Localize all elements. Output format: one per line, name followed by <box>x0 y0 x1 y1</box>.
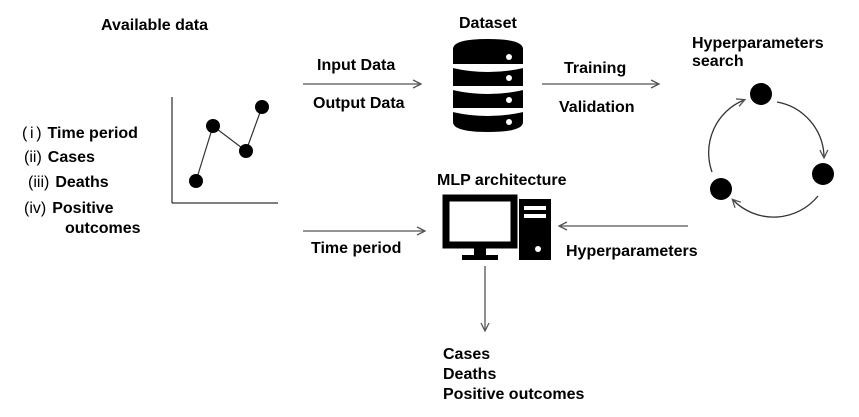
dataset-label: Dataset <box>459 15 517 32</box>
list-label: Deaths <box>55 174 109 191</box>
available-data-title: Available data <box>101 17 209 34</box>
list-item-positive-outcomes: (iv) Positive <box>24 199 114 219</box>
output-deaths: Deaths <box>443 366 497 383</box>
list-label: Positive <box>52 200 114 217</box>
time-period-label: Time period <box>311 240 402 257</box>
list-numeral: (iv) <box>24 200 47 217</box>
list-label: Time period <box>47 125 138 142</box>
list-item-cases: (ii) Cases <box>24 148 95 168</box>
mlp-architecture-label: MLP architecture <box>437 172 567 189</box>
graph-point <box>239 144 253 158</box>
cycle-node <box>710 178 732 200</box>
input-data-label: Input Data <box>317 57 396 74</box>
computer-icon <box>442 194 551 260</box>
list-item-deaths: (iii) Deaths <box>28 173 109 193</box>
list-item-positive-outcomes-line2: outcomes <box>65 220 141 237</box>
monitor <box>442 194 518 249</box>
list-numeral: ( i ) <box>22 125 42 142</box>
output-cases: Cases <box>443 346 491 363</box>
hyperparameters-search-label-line2: search <box>692 53 744 70</box>
output-data-label: Output Data <box>313 95 405 112</box>
output-positive-outcomes: Positive outcomes <box>443 386 585 403</box>
graph-line <box>195 106 263 182</box>
training-label: Training <box>564 60 627 77</box>
monitor-base <box>462 255 498 260</box>
monitor-stand <box>474 248 486 256</box>
validation-label: Validation <box>559 99 635 116</box>
list-numeral: (ii) <box>24 149 42 166</box>
list-label: Cases <box>47 149 95 166</box>
database-icon <box>452 39 524 132</box>
hyperparameters-label: Hyperparameters <box>566 243 698 260</box>
line-graph-icon <box>171 97 278 204</box>
cycle-node <box>750 83 772 105</box>
list-item-time-period: ( i ) Time period <box>22 124 138 144</box>
hyperparameters-search-label-line1: Hyperparameters <box>692 35 824 52</box>
graph-point <box>206 119 220 133</box>
cycle-node <box>812 163 834 185</box>
cycle-icon <box>708 83 834 218</box>
graph-point <box>189 174 203 188</box>
list-numeral: (iii) <box>28 174 50 191</box>
graph-point <box>255 100 269 114</box>
